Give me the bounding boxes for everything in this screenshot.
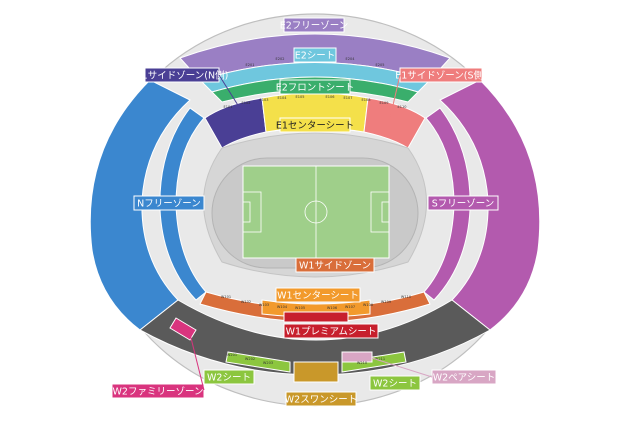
- label-w1-side-text: W1サイドゾーン: [299, 261, 371, 272]
- block-labels: E201E202E203E204E205E101E102E103E104E105…: [221, 55, 411, 365]
- label-w2-family-text: W2ファミリーゾーン: [113, 387, 204, 398]
- label-w1-center-text: W1センターシート: [277, 291, 359, 302]
- label-e2-free-text: E2フリーゾーン: [280, 21, 349, 32]
- label-w2-pair-text: W2ペアシート: [433, 373, 496, 384]
- block-label-w201: W201: [227, 353, 237, 357]
- zone-w2-seat-left[interactable]: [225, 351, 291, 373]
- block-label-e103: E103: [260, 98, 269, 102]
- zone-s-free-inner[interactable]: [423, 107, 471, 301]
- block-label-w103: W103: [259, 303, 269, 307]
- block-label-e108: E108: [362, 98, 371, 102]
- zone-w2-swan[interactable]: [293, 361, 339, 383]
- block-label-w108: W108: [363, 303, 373, 307]
- label-w1-side: W1サイドゾーン: [295, 257, 375, 273]
- block-label-e105: E105: [296, 95, 305, 99]
- block-label-e106: E106: [326, 95, 335, 99]
- zone-w1-premium[interactable]: [283, 311, 349, 323]
- label-w2-seat-left-text: W2シート: [207, 373, 251, 384]
- label-e1-side-s-text: E1サイドゾーン(S側): [395, 70, 487, 82]
- block-label-w210: W210: [357, 361, 367, 365]
- block-label-w102: W102: [241, 300, 251, 304]
- label-w2-seat-left: W2シート: [203, 369, 255, 385]
- block-label-w110: W110: [401, 295, 411, 299]
- label-s-free: Sフリーゾーン: [427, 195, 499, 211]
- label-w2-pair: W2ペアシート: [371, 357, 497, 385]
- block-label-e110: E110: [398, 105, 407, 109]
- block-label-w105: W105: [295, 306, 305, 310]
- block-label-w107: W107: [345, 305, 355, 309]
- label-e1-center-text: E1センターシート: [276, 121, 354, 132]
- block-label-e205: E205: [376, 63, 385, 67]
- block-label-e102: E102: [242, 101, 251, 105]
- label-w2-swan-text: W2スワンシート: [285, 395, 357, 406]
- block-label-w203: W203: [263, 361, 273, 365]
- label-e2-front: E2フロントシート: [276, 79, 355, 95]
- label-e1-side-n: E1サイドゾーン(N側): [136, 67, 247, 119]
- block-label-w101: W101: [221, 295, 231, 299]
- label-e2-seat: E2シート: [293, 47, 337, 63]
- label-e1-side-n-text: E1サイドゾーン(N側): [136, 70, 229, 82]
- block-label-w211: W211: [375, 357, 385, 361]
- label-e1-side-s: E1サイドゾーン(S側): [389, 67, 487, 119]
- label-w1-premium: W1プレミアムシート: [283, 323, 379, 339]
- label-n-free-text: Nフリーゾーン: [137, 199, 201, 210]
- label-e2-front-text: E2フロントシート: [276, 83, 355, 94]
- label-n-free: Nフリーゾーン: [133, 195, 205, 211]
- block-label-w202: W202: [245, 357, 255, 361]
- football-pitch: [242, 165, 390, 259]
- label-e2-free: E2フリーゾーン: [280, 17, 349, 33]
- block-label-e107: E107: [344, 96, 353, 100]
- label-w2-family: W2ファミリーゾーン: [111, 333, 205, 399]
- block-label-e101: E101: [224, 105, 233, 109]
- label-w1-center: W1センターシート: [275, 287, 361, 303]
- block-label-e201: E201: [246, 63, 255, 67]
- label-w2-seat-right: W2シート: [369, 375, 421, 391]
- block-label-w109: W109: [381, 300, 391, 304]
- zone-w2-seat-right[interactable]: [341, 351, 407, 373]
- block-label-w104: W104: [277, 305, 288, 309]
- block-label-e202: E202: [276, 57, 285, 61]
- block-label-e104: E104: [278, 96, 288, 100]
- block-label-e204: E204: [346, 57, 356, 61]
- label-e1-center: E1センターシート: [276, 117, 354, 133]
- zone-w2-pair[interactable]: [341, 351, 373, 363]
- label-e2-seat-text: E2シート: [295, 51, 336, 62]
- label-w2-swan: W2スワンシート: [285, 391, 357, 407]
- label-w2-seat-right-text: W2シート: [373, 379, 417, 390]
- block-label-w106: W106: [327, 306, 337, 310]
- zone-n-free-inner[interactable]: [159, 107, 207, 301]
- label-s-free-text: Sフリーゾーン: [432, 199, 495, 210]
- block-label-e109: E109: [380, 101, 389, 105]
- zone-w2-family[interactable]: [169, 317, 197, 341]
- label-w1-premium-text: W1プレミアムシート: [286, 327, 377, 338]
